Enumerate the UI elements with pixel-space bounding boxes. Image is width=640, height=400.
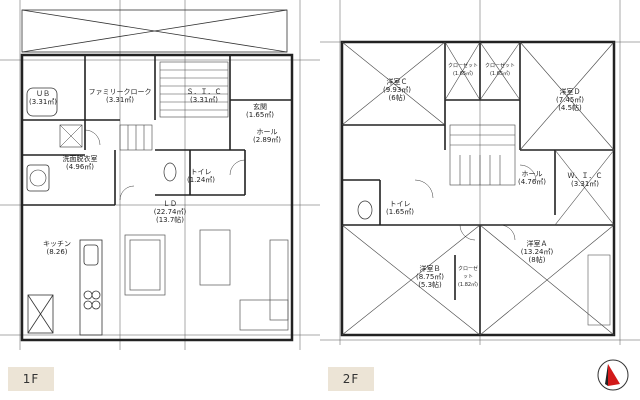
room-closet-3-name: クローゼット: [457, 266, 478, 280]
room-b-jo: (5.3帖): [418, 281, 442, 289]
room-hall-name: ホール: [256, 128, 278, 136]
room-d-jo: (4.5帖): [558, 104, 582, 112]
room-d-name: 洋室Ｄ: [559, 88, 581, 96]
room-family-closet: ファミリークローク (3.31㎡): [88, 88, 152, 104]
room-ld-jo: (13.7帖): [155, 216, 185, 224]
room-washroom: 洗面脱衣室 (4.96㎡): [52, 155, 108, 171]
room-hall: ホール (2.89㎡): [245, 128, 289, 144]
floor-plan-1f: ＵＢ (3.31㎡) ファミリークローク (3.31㎡) Ｓ．Ｉ．Ｃ (3.31…: [0, 0, 320, 391]
room-family-closet-area: (3.31㎡): [105, 96, 135, 104]
room-wic-name: Ｗ．Ｉ．Ｃ: [567, 172, 603, 180]
room-sic-name: Ｓ．Ｉ．Ｃ: [186, 88, 222, 96]
room-hall-area: (2.89㎡): [252, 136, 282, 144]
room-a-name: 洋室Ａ: [526, 240, 548, 248]
floor-label-2f: 2F: [328, 367, 374, 391]
room-wic-area: (3.31㎡): [570, 180, 600, 188]
room-ub-name: ＵＢ: [36, 90, 50, 98]
room-a-jo: (8帖): [528, 256, 546, 264]
room-toilet: トイレ (1.24㎡): [185, 168, 217, 184]
room-kitchen-area: (8.26): [46, 248, 68, 256]
room-ub: ＵＢ (3.31㎡): [28, 90, 58, 106]
room-closet-3: クローゼット (1.82㎡): [456, 265, 480, 289]
room-washroom-name: 洗面脱衣室: [62, 155, 98, 163]
room-washroom-area: (4.96㎡): [65, 163, 95, 171]
room-closet-1: クローゼット (1.65㎡): [445, 62, 481, 78]
room-c: 洋室Ｃ (9.93㎡) (6帖): [375, 78, 419, 102]
room-toilet-2f-area: (1.65㎡): [385, 208, 415, 216]
room-closet-2-area: (1.65㎡): [489, 71, 511, 77]
room-closet-2: クローゼット (1.65㎡): [482, 62, 518, 78]
room-kitchen-name: キッチン: [43, 240, 71, 248]
room-ld-area: (22.74㎡): [153, 208, 187, 216]
room-b: 洋室Ｂ (8.75㎡) (5.3帖): [408, 265, 452, 289]
room-c-area: (9.93㎡): [382, 86, 412, 94]
room-sic-area: (3.31㎡): [189, 96, 219, 104]
room-toilet-2f-name: トイレ: [389, 200, 411, 208]
room-c-jo: (6帖): [388, 94, 406, 102]
north-arrow-icon: [596, 358, 630, 392]
room-entrance-area: (1.65㎡): [245, 111, 275, 119]
room-ub-area: (3.31㎡): [28, 98, 58, 106]
room-ld-name: ＬＤ: [163, 200, 177, 208]
room-toilet-area: (1.24㎡): [186, 176, 216, 184]
room-toilet-name: トイレ: [190, 168, 212, 176]
room-d-area: (7.45㎡): [555, 96, 585, 104]
room-d: 洋室Ｄ (7.45㎡) (4.5帖): [548, 88, 592, 112]
room-c-name: 洋室Ｃ: [386, 78, 408, 86]
room-entrance-name: 玄関: [253, 103, 267, 111]
room-family-closet-name: ファミリークローク: [88, 88, 152, 96]
room-b-name: 洋室Ｂ: [419, 265, 441, 273]
room-wic: Ｗ．Ｉ．Ｃ (3.31㎡): [563, 172, 607, 188]
room-closet-1-name: クローゼット: [447, 63, 478, 69]
room-toilet-2f: トイレ (1.65㎡): [382, 200, 418, 216]
floor-label-1f: 1F: [8, 367, 54, 391]
room-kitchen: キッチン (8.26): [35, 240, 79, 256]
floor-plan-2f-drawing: [320, 0, 640, 345]
room-sic: Ｓ．Ｉ．Ｃ (3.31㎡): [182, 88, 226, 104]
floor-plan-1f-drawing: [0, 0, 320, 350]
room-a-area: (13.24㎡): [520, 248, 554, 256]
room-hall-2f-area: (4.76㎡): [517, 178, 547, 186]
room-a: 洋室Ａ (13.24㎡) (8帖): [512, 240, 562, 264]
room-ld: ＬＤ (22.74㎡) (13.7帖): [145, 200, 195, 224]
room-closet-1-area: (1.65㎡): [452, 71, 474, 77]
room-closet-3-area: (1.82㎡): [457, 282, 479, 288]
floor-plan-2f: クローゼット (1.65㎡) クローゼット (1.65㎡) 洋室Ｃ (9.93㎡…: [320, 0, 640, 400]
room-hall-2f-name: ホール: [521, 170, 543, 178]
room-b-area: (8.75㎡): [415, 273, 445, 281]
room-hall-2f: ホール (4.76㎡): [510, 170, 554, 186]
room-entrance: 玄関 (1.65㎡): [240, 103, 280, 119]
room-closet-2-name: クローゼット: [484, 63, 515, 69]
